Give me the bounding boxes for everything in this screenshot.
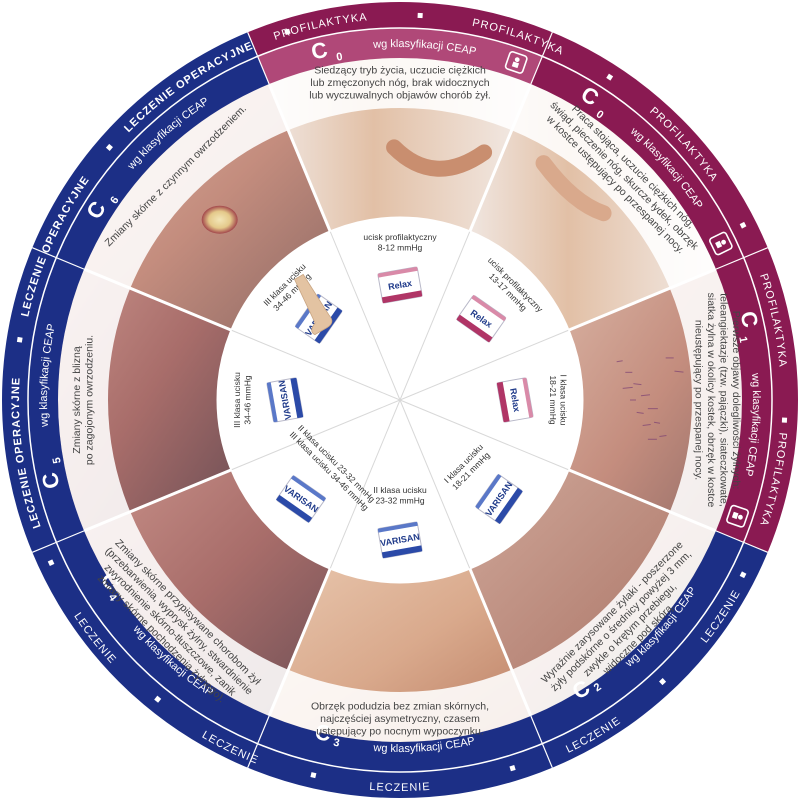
leg-detail (386, 139, 493, 177)
stage-description-line: teleangiektazje (tzw. pajączki), siatecz… (717, 293, 729, 507)
brand-logo: Relax (387, 278, 412, 292)
ring-separator (284, 28, 291, 35)
stage-description-line: Zmiany skórne z blizną (71, 346, 83, 454)
product-box-c5: VARISAN (266, 377, 304, 423)
stage-photo-c6 (84, 84, 331, 331)
ring-separator (659, 678, 667, 686)
ring-separator (606, 73, 614, 81)
stage-code: C (735, 309, 763, 330)
ring-separator (781, 417, 788, 423)
stage-text-panel-c3 (269, 669, 531, 742)
product-class-line: I klasa ucisku (558, 374, 568, 425)
product-box-c3: VARISAN (377, 521, 423, 559)
stage-text-panel-c0b (511, 84, 716, 289)
product-class-line: 34-46 mmHg (242, 375, 252, 424)
stage-band-c2 (530, 530, 744, 744)
ring-separator (154, 695, 162, 703)
ring-separator (739, 571, 747, 579)
product-box-c1: Relax (496, 377, 534, 423)
stage-code: C (309, 37, 330, 65)
stage-band-c6 (56, 56, 270, 270)
ring-separator (417, 12, 423, 19)
stage-code-sub: 6 (108, 194, 121, 206)
stage-description-c1: Pierwsze objawy dolegliwości żylnych:tel… (692, 293, 742, 508)
stage-code-sub: 5 (51, 456, 64, 464)
stage-photo-c4 (84, 469, 331, 716)
ring-separator (105, 143, 113, 151)
stage-text-panel-c1 (669, 269, 742, 531)
stage-description-line: siatka żylna w okolicy kostek, obrzęk w … (705, 293, 717, 508)
stage-band-c4 (56, 530, 270, 744)
sitting-person-icon (504, 51, 528, 74)
ulcer-detail (201, 205, 238, 234)
ring-leczenie (32, 542, 768, 798)
stage-code-sub: 1 (736, 336, 749, 344)
stage-band-c3 (257, 715, 543, 772)
product-class-line: II klasa ucisku (373, 485, 427, 495)
stage-description-line: po zagojonym owrzodzeniu. (83, 335, 95, 465)
stage-description-line: najczęściej asymetryczny, czasem (320, 713, 480, 725)
ring-separator (509, 765, 516, 772)
stage-band-c1 (715, 257, 772, 543)
stage-description-line: Obrzęk podudzia bez zmian skórnych, (311, 701, 489, 713)
product-box-c0b: Relax (456, 294, 507, 343)
product-box-c0a: Relax (377, 266, 423, 304)
stage-band-c5 (28, 257, 85, 543)
product-class-line: 18-21 mmHg (548, 375, 558, 424)
stocking-illustration (294, 273, 333, 336)
stage-description-c0a: Siedzący tryb życia, uczucie ciężkichlub… (309, 65, 491, 102)
stage-band-c0a (257, 28, 543, 85)
stage-description-line: nieustępujący po przespanej nocy. (692, 320, 704, 480)
ring-leczenie-operacyjne (2, 32, 258, 553)
stage-text-panel-c4 (84, 511, 289, 716)
stage-description-line: Pierwsze objawy dolegliwości żylnych: (730, 311, 742, 490)
stage-code-sub: 3 (332, 737, 340, 750)
ring-label-leczenie: LECZENIE (369, 781, 431, 794)
stage-code-sub: 0 (336, 51, 344, 64)
product-class-line: 23-32 mmHg (375, 495, 424, 505)
stage-text-panel-c5 (58, 269, 131, 531)
stage-code: C (37, 470, 65, 491)
stage-description-line: lub zmęczonych nóg, brak widocznych (310, 77, 489, 89)
brand-logo: Relax (508, 387, 522, 412)
ring-separator (47, 559, 55, 567)
stage-photo-c2 (469, 469, 716, 716)
ring-separator (310, 772, 317, 779)
stage-code: C (313, 719, 334, 747)
leg-detail (535, 155, 612, 222)
stage-code-sub: 0 (594, 108, 606, 121)
product-class-line: ucisk profilaktyczny (363, 232, 437, 242)
stage-band-c0b (530, 56, 744, 270)
product-class-line: III klasa ucisku (232, 372, 242, 428)
stage-code-sub: 2 (592, 681, 604, 694)
standing-person-icon (709, 231, 733, 256)
ring-separator (16, 336, 23, 343)
product-class-line: 8-12 mmHg (378, 242, 423, 252)
stage-description-line: Siedzący tryb życia, uczucie ciężkich (314, 65, 486, 77)
stage-text-panel-c2 (511, 511, 716, 716)
stage-description-line: lub wyczuwalnych objawów chorób żył. (309, 90, 491, 102)
stage-text-panel-c0a (269, 58, 531, 131)
stage-description-line: ustępujący po nocnym wypoczynku. (316, 726, 484, 738)
stage-text-panel-c6 (84, 84, 289, 289)
product-box-c2: VARISAN (475, 474, 523, 524)
stage-description-c3: Obrzęk podudzia bez zmian skórnych,najcz… (311, 701, 489, 738)
info-icon (726, 504, 749, 528)
ring-separator (739, 221, 747, 229)
